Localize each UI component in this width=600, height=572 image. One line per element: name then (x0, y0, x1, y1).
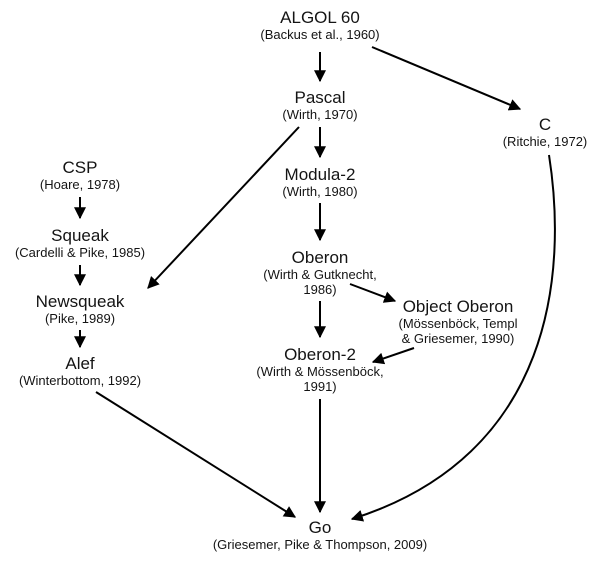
node-label-pascal: Pascal (294, 88, 346, 107)
node-objectoberon: Object Oberon(Mössenböck, Templ& Griesem… (399, 297, 518, 346)
node-sublabel-pascal-0: (Wirth, 1970) (282, 107, 358, 122)
node-sublabel-c-0: (Ritchie, 1972) (502, 134, 588, 149)
node-label-algol60: ALGOL 60 (280, 8, 360, 27)
node-sublabel-csp-0: (Hoare, 1978) (39, 177, 121, 192)
node-sublabel-alef-0: (Winterbottom, 1992) (18, 373, 142, 388)
node-alef: Alef(Winterbottom, 1992) (19, 354, 141, 388)
node-squeak: Squeak(Cardelli & Pike, 1985) (15, 226, 145, 260)
node-label-oberon2: Oberon-2 (284, 345, 356, 364)
node-label-c: C (538, 115, 552, 134)
node-oberon: Oberon(Wirth & Gutknecht,1986) (263, 248, 376, 297)
node-label-alef: Alef (65, 354, 95, 373)
node-sublabel-newsqueak-0: (Pike, 1989) (44, 311, 116, 326)
node-label-objectoberon: Object Oberon (402, 297, 514, 316)
node-sublabel-oberon2-0: (Wirth & Mössenböck, (256, 364, 384, 379)
node-pascal: Pascal(Wirth, 1970) (282, 88, 357, 122)
node-label-go: Go (308, 518, 332, 537)
node-oberon2: Oberon-2(Wirth & Mössenböck,1991) (256, 345, 383, 394)
node-newsqueak: Newsqueak(Pike, 1989) (36, 292, 125, 326)
node-label-squeak: Squeak (51, 226, 109, 245)
node-csp: CSP(Hoare, 1978) (40, 158, 120, 192)
node-c: C(Ritchie, 1972) (503, 115, 588, 149)
node-modula2: Modula-2(Wirth, 1980) (282, 165, 357, 199)
node-label-csp: CSP (62, 158, 98, 177)
node-sublabel-objectoberon-1: & Griesemer, 1990) (401, 331, 515, 346)
node-sublabel-go-0: (Griesemer, Pike & Thompson, 2009) (212, 537, 428, 552)
node-label-modula2: Modula-2 (284, 165, 356, 184)
node-sublabel-objectoberon-0: (Mössenböck, Templ (398, 316, 518, 331)
node-sublabel-algol60-0: (Backus et al., 1960) (260, 27, 380, 42)
node-label-newsqueak: Newsqueak (35, 292, 125, 311)
node-algol60: ALGOL 60(Backus et al., 1960) (260, 8, 379, 42)
node-sublabel-oberon-1: 1986) (303, 282, 337, 297)
node-label-oberon: Oberon (291, 248, 349, 267)
node-go: Go(Griesemer, Pike & Thompson, 2009) (213, 518, 427, 552)
node-sublabel-oberon2-1: 1991) (303, 379, 337, 394)
node-sublabel-squeak-0: (Cardelli & Pike, 1985) (14, 245, 146, 260)
node-sublabel-modula2-0: (Wirth, 1980) (282, 184, 358, 199)
node-sublabel-oberon-0: (Wirth & Gutknecht, (263, 267, 377, 282)
